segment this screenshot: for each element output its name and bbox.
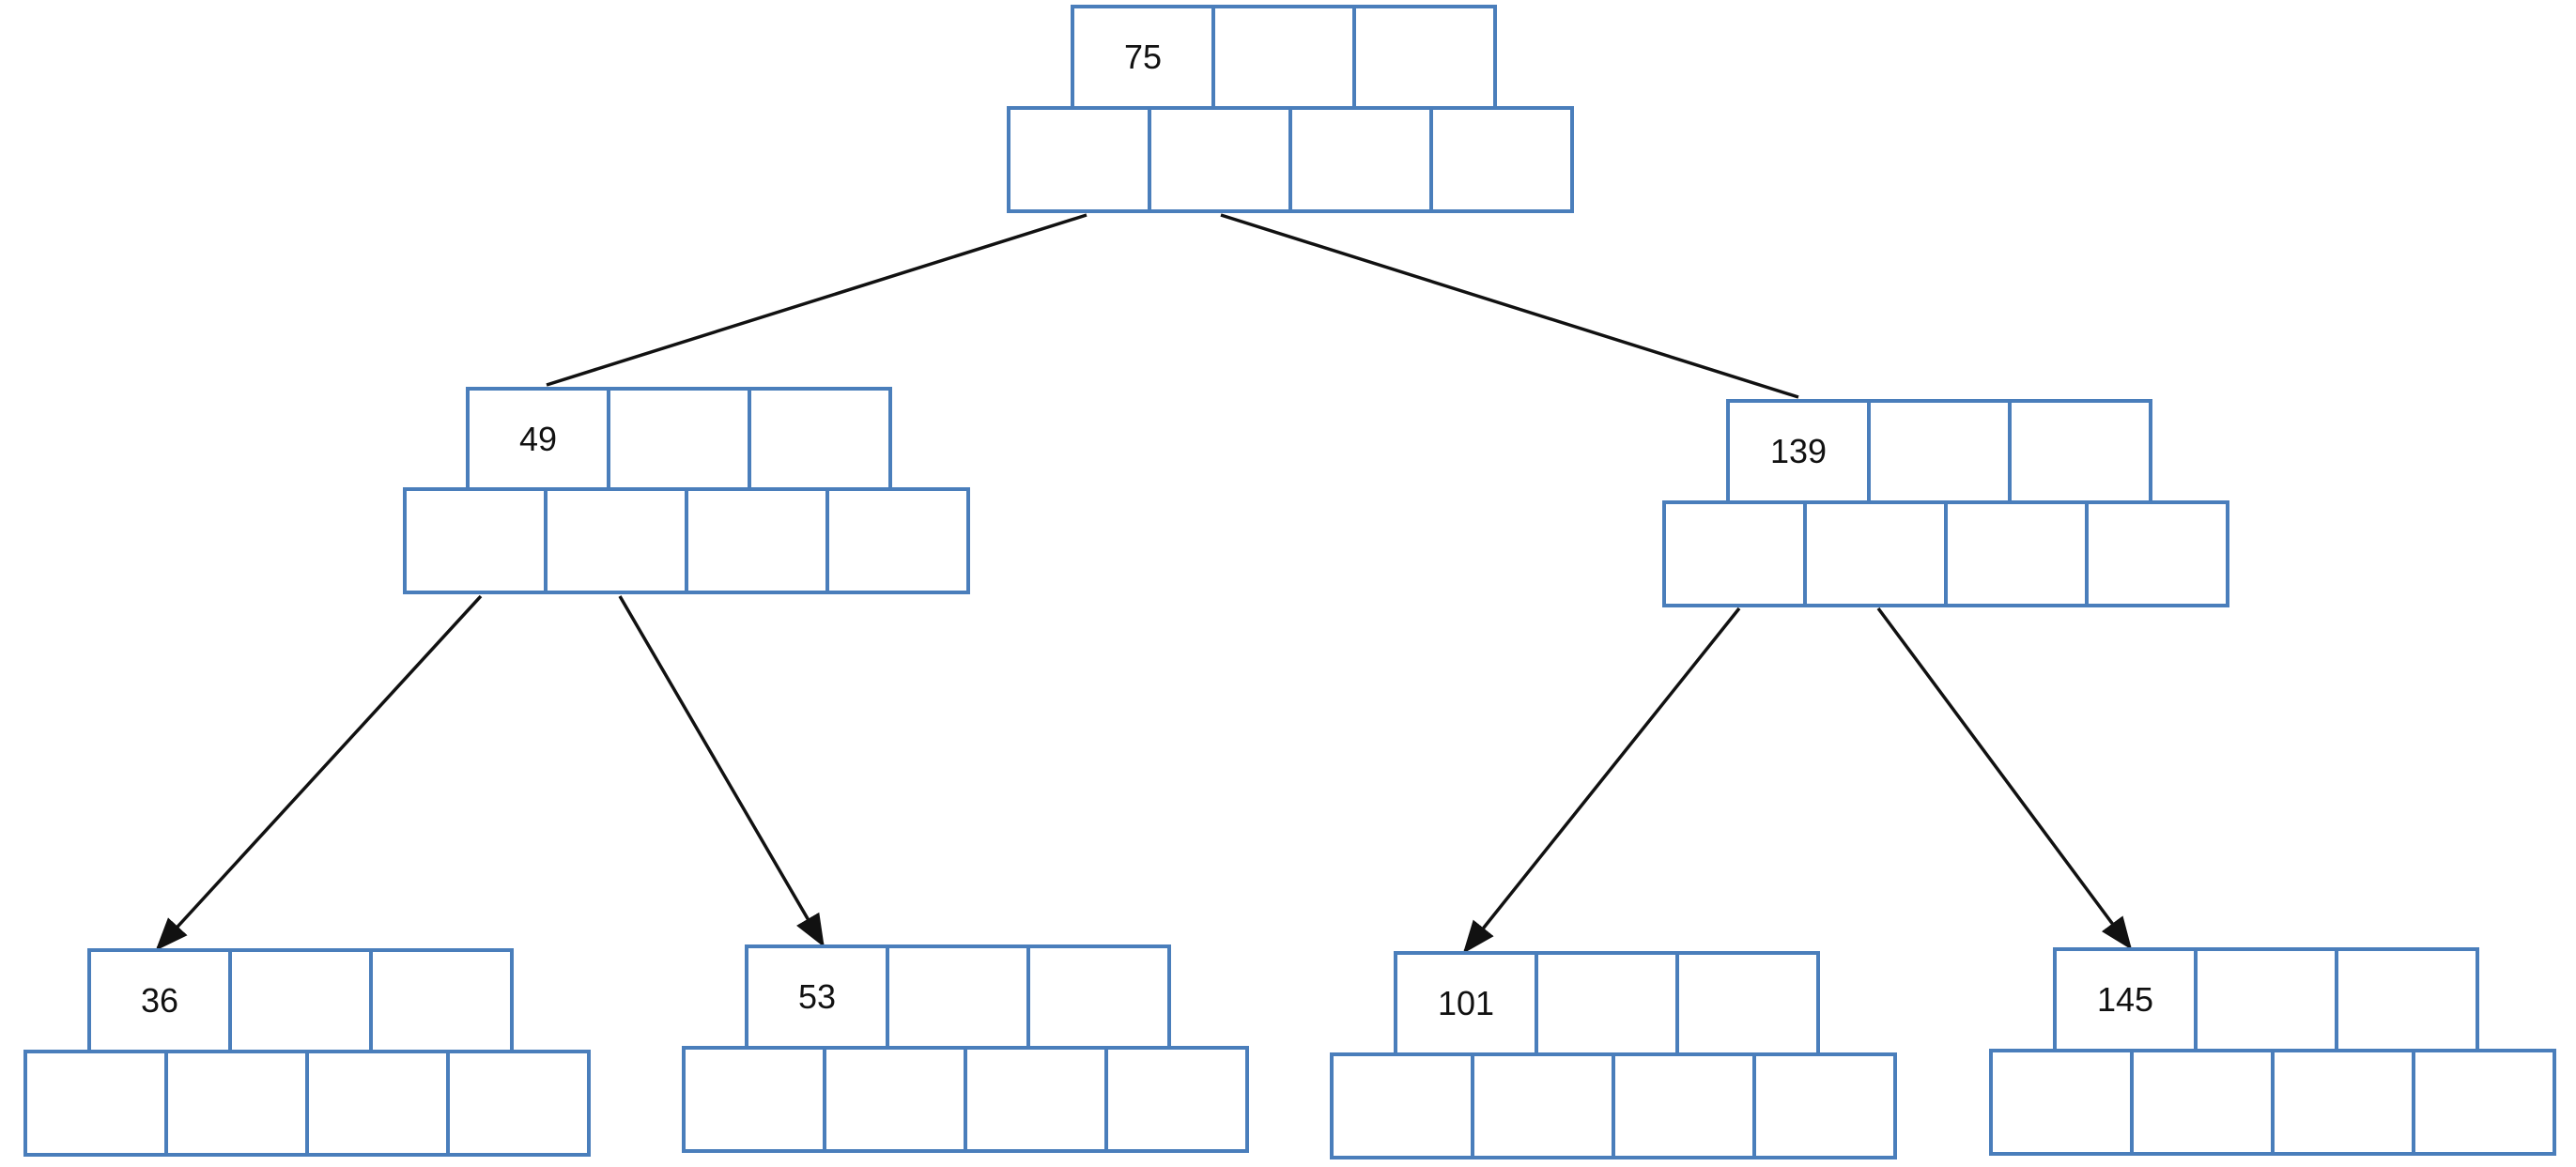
btree-node: 101 [1330,951,1897,1159]
node-key-label: 145 [2097,980,2153,1019]
pointer-cell [1662,500,1807,607]
btree-node: 139 [1662,399,2229,607]
key-cell [1675,951,1820,1056]
pointer-cell [825,487,970,594]
child-pointer-arrow [618,595,825,948]
node-key-label: 139 [1770,432,1827,470]
child-pointer-arrow [1462,607,1741,954]
key-cell [1535,951,1679,1056]
pointer-cell [1429,106,1574,213]
pointer-cell [446,1050,591,1157]
pointer-cell [1944,500,2089,607]
child-pointer-arrow [1876,607,2133,950]
pointer-cell [164,1050,309,1157]
pointer-cell [1471,1052,1615,1159]
pointer-cell [1989,1049,2134,1156]
btree-node: 49 [403,387,970,594]
pointer-cell [305,1050,450,1157]
pointer-cell [23,1050,168,1157]
key-cell [369,948,514,1053]
key-cell [886,944,1030,1050]
pointer-cell [1148,106,1292,213]
nodes-layer: 75 49 139 36 53 101 145 [23,5,2556,1159]
key-cell [2053,947,2198,1052]
key-cell [2194,947,2338,1052]
pointer-cell [1752,1052,1897,1159]
child-pointer-line [1220,213,1799,399]
key-cell [1211,5,1356,110]
key-cell [1394,951,1538,1056]
node-key-label: 53 [798,977,836,1016]
node-key-label: 101 [1438,984,1494,1022]
pointer-cell [682,1046,826,1153]
key-cell [2008,399,2152,504]
key-cell [2335,947,2479,1052]
pointer-cell [2085,500,2229,607]
key-cell [1867,399,2012,504]
child-pointer-line [546,213,1087,387]
btree-node: 75 [1007,5,1574,213]
node-key-label: 49 [519,420,557,458]
node-key-label: 36 [141,981,178,1020]
key-cell [228,948,373,1053]
btree-node: 53 [682,944,1249,1153]
btree-node: 36 [23,948,591,1157]
pointer-cell [964,1046,1108,1153]
pointer-cell [544,487,688,594]
pointer-cell [823,1046,967,1153]
pointer-cell [1803,500,1948,607]
pointer-cell [2412,1049,2556,1156]
pointer-cell [403,487,548,594]
child-pointer-arrow [155,594,483,951]
node-key-label: 75 [1124,38,1162,76]
pointer-cell [1612,1052,1756,1159]
pointer-cell [1104,1046,1249,1153]
key-cell [745,944,889,1050]
key-cell [1352,5,1497,110]
pointer-cell [1288,106,1433,213]
pointer-cell [2130,1049,2275,1156]
pointer-cell [2271,1049,2415,1156]
key-cell [1026,944,1171,1050]
btree-node: 145 [1989,947,2556,1156]
key-cell [748,387,892,492]
pointer-cell [1330,1052,1474,1159]
key-cell [607,387,751,492]
edges-layer [155,213,2133,954]
pointer-cell [1007,106,1151,213]
pointer-cell [685,487,829,594]
